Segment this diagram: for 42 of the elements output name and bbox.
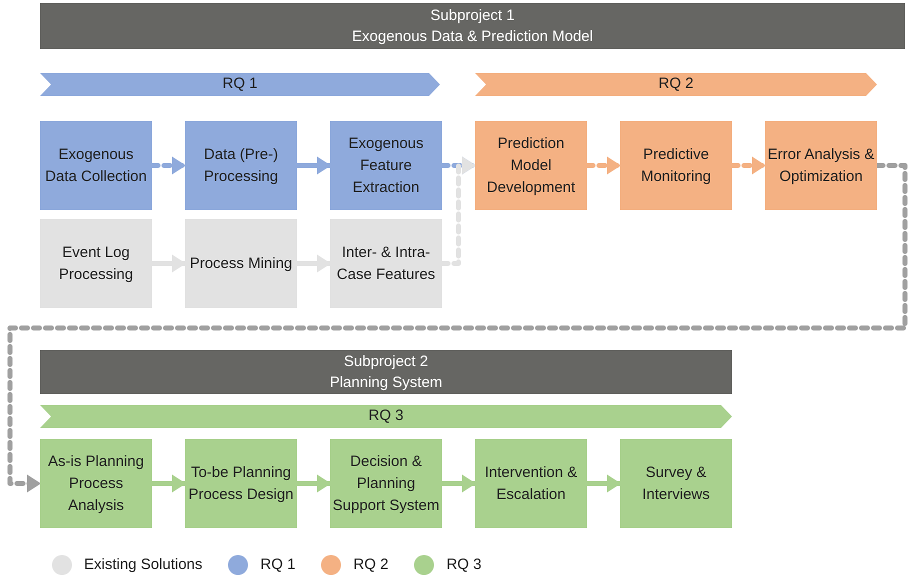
process-label: To-be Planning Process Design xyxy=(187,462,295,504)
process-label: Intervention & Escalation xyxy=(484,462,578,504)
research-question-label: RQ 2 xyxy=(658,74,694,94)
legend-label: Existing Solutions xyxy=(84,555,202,575)
subproject-bar xyxy=(40,350,732,394)
process-box xyxy=(185,121,297,210)
process-label: Data (Pre-) Processing xyxy=(202,144,280,186)
research-question-label: RQ 3 xyxy=(368,406,404,426)
process-box xyxy=(330,439,442,528)
process-box xyxy=(40,219,152,308)
process-label: Predictive Monitoring xyxy=(640,144,712,186)
legend-label: RQ 3 xyxy=(446,555,482,575)
legend-label: RQ 2 xyxy=(353,555,388,575)
arrow xyxy=(8,163,908,492)
subproject-title: Subproject 1 xyxy=(430,6,515,26)
process-box xyxy=(40,439,152,528)
process-box xyxy=(620,439,732,528)
process-label: Survey & Interviews xyxy=(641,462,711,504)
subproject-title: Exogenous Data & Prediction Model xyxy=(352,27,593,47)
process-label: Decision & Planning Support System xyxy=(332,452,440,516)
process-box xyxy=(330,219,442,308)
process-label: As-is Planning Process Analysis xyxy=(47,452,145,516)
process-box xyxy=(330,121,442,210)
process-box xyxy=(185,219,297,308)
process-label: Event Log Processing xyxy=(58,242,134,284)
subproject-title: Subproject 2 xyxy=(344,352,428,372)
process-box xyxy=(185,439,297,528)
process-box xyxy=(620,121,732,210)
process-box xyxy=(40,121,152,210)
subproject-title: Planning System xyxy=(330,373,442,393)
process-box xyxy=(475,439,587,528)
subproject-bar xyxy=(40,3,905,49)
legend-label: RQ 1 xyxy=(260,555,296,575)
process-box xyxy=(765,121,877,210)
process-label: Exogenous Feature Extraction xyxy=(347,134,425,198)
process-label: Inter- & Intra-Case Features xyxy=(336,242,436,284)
process-label: Process Mining xyxy=(190,254,292,274)
process-label: Error Analysis & Optimization xyxy=(767,144,875,186)
research-question-label: RQ 1 xyxy=(222,74,258,94)
process-label: Exogenous Data Collection xyxy=(44,144,148,186)
process-box xyxy=(475,121,587,210)
process-label: Prediction Model Development xyxy=(486,134,576,198)
